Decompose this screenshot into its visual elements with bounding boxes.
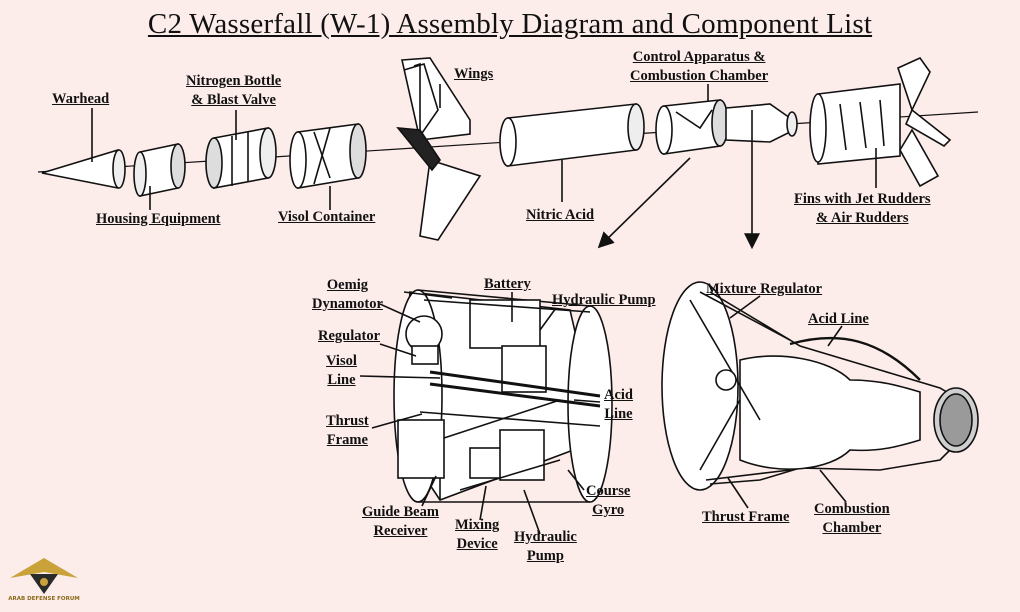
logo-text: ARAB DEFENSE FORUM <box>8 596 80 602</box>
label-control-apparatus: Control Apparatus &Combustion Chamber <box>630 49 769 84</box>
label-wings: Wings <box>454 66 494 82</box>
nitric-acid-part <box>499 103 645 167</box>
label-housing-equipment: Housing Equipment <box>96 211 221 227</box>
wings-part <box>396 57 482 241</box>
label-warhead: Warhead <box>52 91 110 107</box>
label-battery: Battery <box>484 276 531 292</box>
arab-defense-forum-logo-icon <box>10 558 78 594</box>
control-apparatus-part <box>655 99 798 155</box>
label-acid-line-right: Acid Line <box>808 311 869 327</box>
warhead-part <box>41 149 126 189</box>
control-apparatus-detail <box>393 289 613 503</box>
label-hydraulic-pump-top: Hydraulic Pump <box>552 292 656 308</box>
label-nitrogen-bottle: Nitrogen Bottle& Blast Valve <box>186 73 282 108</box>
label-thrust-frame-right: Thrust Frame <box>702 509 790 525</box>
combustion-chamber-detail <box>661 281 979 491</box>
label-regulator: Regulator <box>318 328 381 344</box>
label-visol-container: Visol Container <box>278 209 376 225</box>
visol-container-part <box>289 123 367 189</box>
label-fins: Fins with Jet Rudders& Air Rudders <box>794 191 931 226</box>
label-nitric-acid: Nitric Acid <box>526 207 595 223</box>
nitrogen-bottle-part <box>205 127 277 189</box>
fins-part <box>809 56 952 188</box>
label-mixture-regulator: Mixture Regulator <box>706 281 823 297</box>
page-title: C2 Wasserfall (W-1) Assembly Diagram and… <box>147 8 873 40</box>
housing-equipment-part <box>133 143 186 197</box>
